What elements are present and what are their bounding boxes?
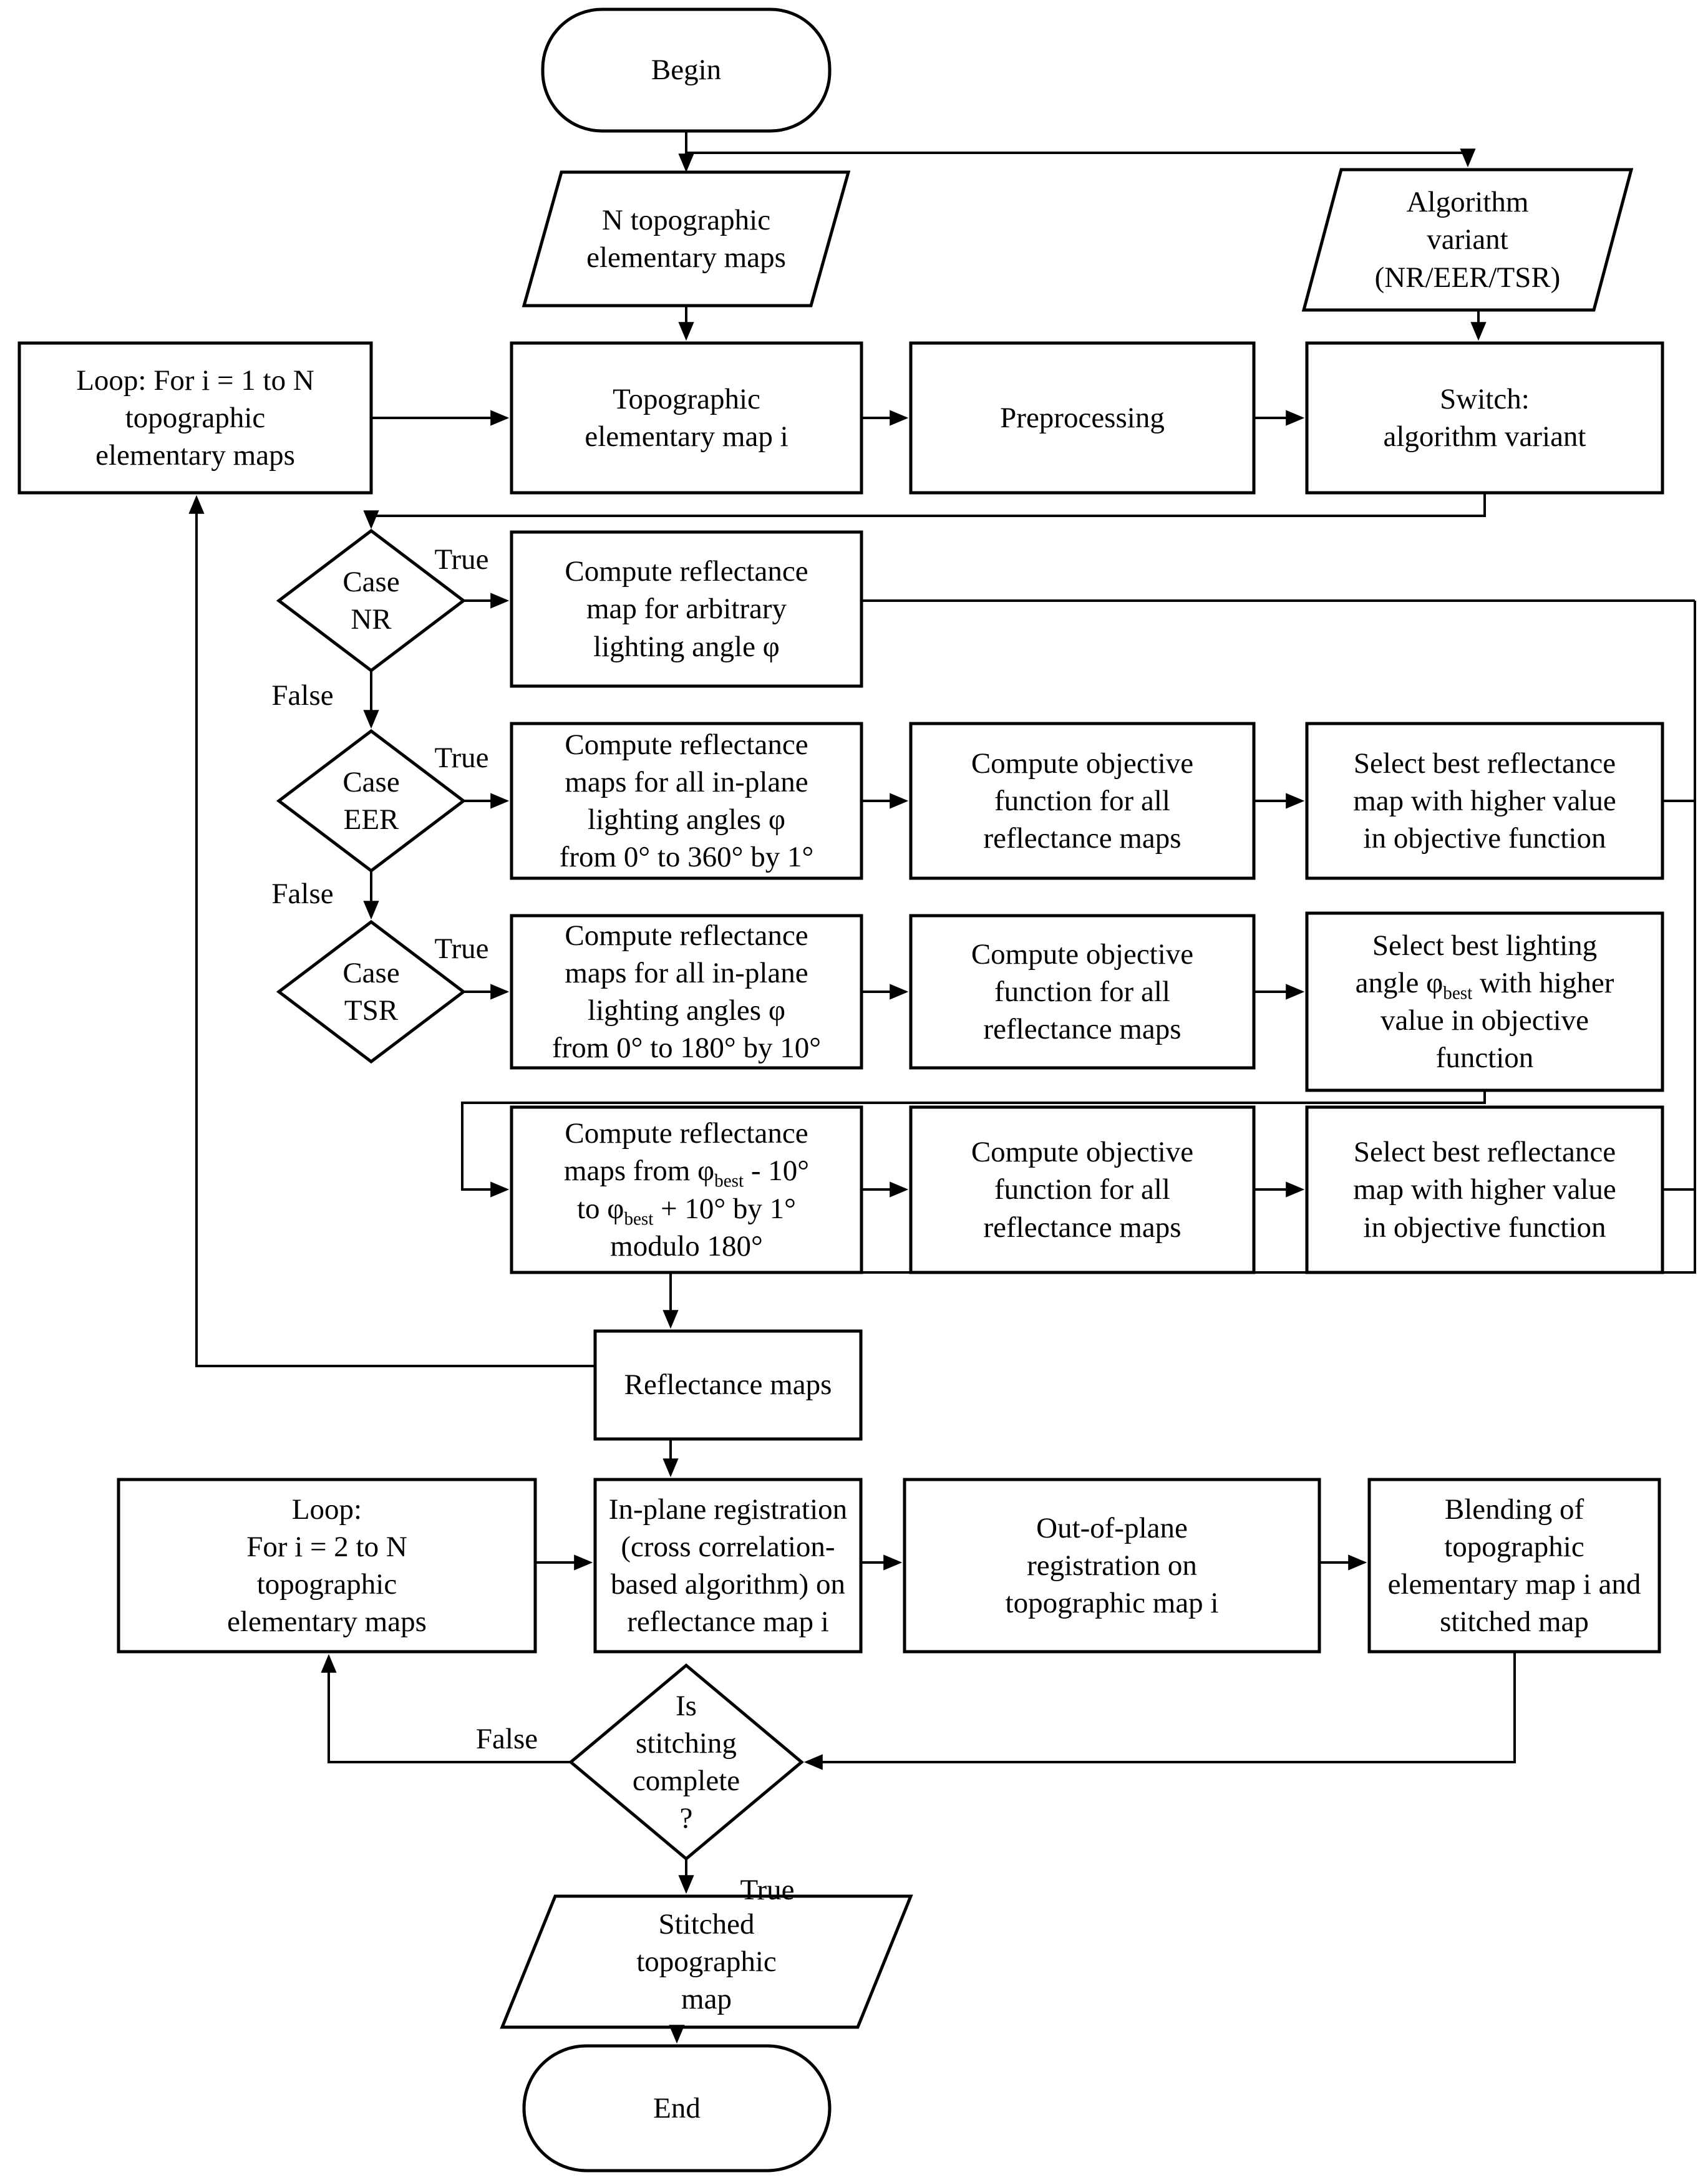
loop2-shape (117, 1478, 537, 1654)
is-complete-false-label: False (475, 1723, 538, 1755)
case-tsr-decision-shape (276, 919, 467, 1064)
inplane-reg-shape (593, 1478, 863, 1654)
preprocessing-shape (909, 341, 1256, 495)
case-nr-true-label: True (434, 543, 489, 576)
end-label: End (653, 2091, 701, 2124)
loop1-shape (17, 341, 373, 495)
tsr-compute-shape (510, 914, 863, 1070)
n-topo-maps-data-shape (522, 170, 851, 308)
edge-switch-to-case-nr (363, 493, 1486, 530)
inplane-reg-label: In-plane registration(cross correlation-… (608, 1493, 848, 1639)
reflectance-maps-label: Reflectance maps (624, 1369, 832, 1402)
algorithm-variant-data-shape (1301, 168, 1634, 312)
edge-is-complete-false-to-loop2 (321, 1654, 571, 1763)
outofplane-reg-shape (903, 1478, 1321, 1654)
case-nr-false-label: False (271, 679, 334, 712)
edge-blending-to-is-complete (803, 1652, 1516, 1770)
edge-begin-branch-to-algovariant (686, 148, 1476, 168)
topo-map-i-shape (510, 341, 863, 495)
switch-label: Switch:algorithm variant (1383, 382, 1586, 453)
edge-collector-to-reflectance (662, 601, 1696, 1329)
begin-label: Begin (651, 54, 722, 87)
blending-shape (1367, 1478, 1661, 1654)
edge-tsr-select-to-refine (461, 1090, 1486, 1198)
tsr-select-shape (1305, 911, 1664, 1092)
preprocessing-label: Preprocessing (1000, 401, 1165, 434)
edge-reflectance-feedback-to-loop1 (188, 495, 595, 1367)
case-eer-false-label: False (271, 878, 334, 910)
case-eer-true-label: True (434, 742, 489, 774)
is-complete-true-label: True (740, 1873, 795, 1906)
case-tsr-true-label: True (434, 933, 489, 965)
reflectance-maps-shape (593, 1329, 863, 1441)
eer-objective-shape (909, 722, 1256, 880)
tsr-objective-shape (909, 914, 1256, 1070)
switch-shape (1305, 341, 1664, 495)
end-terminator-shape (522, 2044, 832, 2173)
stitched-map-data-shape (500, 1894, 913, 2029)
nr-compute-shape (510, 530, 863, 688)
